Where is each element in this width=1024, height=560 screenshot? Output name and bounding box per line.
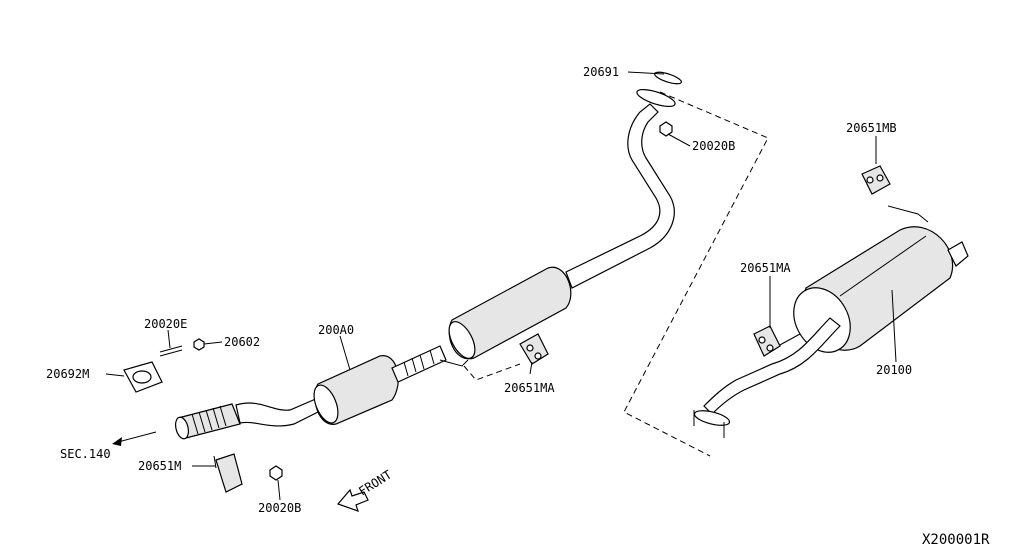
assembly-dashed-outline bbox=[623, 91, 769, 457]
rubber-mount-20651ma-right bbox=[753, 325, 781, 357]
front-exhaust-tube bbox=[174, 345, 469, 440]
label-20020b-top: 20020B bbox=[692, 139, 735, 153]
main-muffler bbox=[693, 205, 969, 438]
label-20651m: 20651M bbox=[138, 459, 181, 473]
label-20100: 20100 bbox=[876, 363, 912, 377]
label-20692m: 20692M bbox=[46, 367, 89, 381]
label-20691: 20691 bbox=[583, 65, 619, 79]
diagram-id: X200001R bbox=[922, 532, 990, 548]
label-front: FRONT bbox=[356, 468, 394, 499]
hanger-dashed-link bbox=[463, 363, 521, 381]
label-20020e: 20020E bbox=[144, 317, 187, 331]
rubber-mount-20651mb bbox=[861, 165, 891, 195]
label-20651ma-mid: 20651MA bbox=[504, 381, 555, 395]
label-sec-140: SEC.140 bbox=[60, 447, 111, 461]
bracket-20651m bbox=[213, 453, 243, 493]
label-20602: 20602 bbox=[224, 335, 260, 349]
nut-20602 bbox=[193, 338, 205, 351]
leader-lines bbox=[105, 71, 897, 501]
sec-140-arrow bbox=[112, 431, 157, 446]
label-20651ma-right: 20651MA bbox=[740, 261, 791, 275]
nut-20020b-bottom bbox=[269, 465, 283, 481]
front-arrow bbox=[336, 488, 369, 512]
stud-20020e bbox=[159, 345, 183, 357]
center-exhaust-tube bbox=[448, 71, 682, 360]
label-200a0: 200A0 bbox=[318, 323, 354, 337]
gasket-20692m bbox=[123, 361, 163, 393]
label-20651mb: 20651MB bbox=[846, 121, 897, 135]
rubber-mount-20651ma-mid bbox=[519, 333, 549, 365]
label-20020b-bottom: 20020B bbox=[258, 501, 301, 515]
